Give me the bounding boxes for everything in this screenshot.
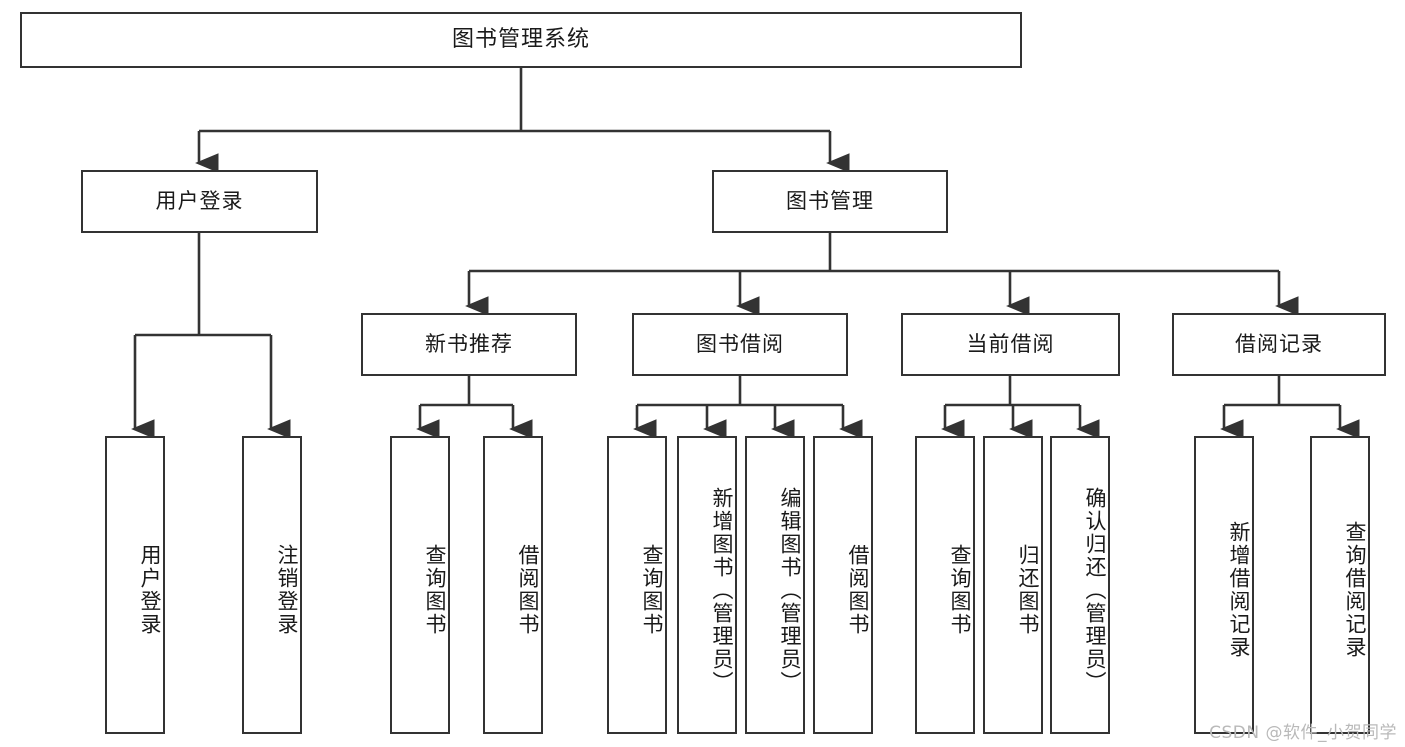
node-label: 查询借阅记录 [1343,521,1367,659]
node-book-borrow[interactable]: 图书借阅 [632,313,848,376]
leaf-record-add-record[interactable]: 新增借阅记录 [1194,436,1254,734]
leaf-borrow-query-book[interactable]: 查询图书 [607,436,667,734]
node-label: 图书管理 [786,188,874,213]
leaf-current-confirm-return[interactable]: 确认归还（管理员） [1050,436,1110,734]
leaf-current-return-book[interactable]: 归还图书 [983,436,1043,734]
node-label: 借阅图书 [846,544,870,636]
node-label: 查询图书 [423,544,447,636]
node-label: 图书借阅 [696,331,784,356]
leaf-borrow-edit-book[interactable]: 编辑图书（管理员） [745,436,805,734]
node-user-login[interactable]: 用户登录 [81,170,318,233]
leaf-current-query-book[interactable]: 查询图书 [915,436,975,734]
leaf-borrow-add-book[interactable]: 新增图书（管理员） [677,436,737,734]
node-label: 当前借阅 [966,331,1055,356]
node-label: 借阅图书 [516,544,540,636]
leaf-record-query-record[interactable]: 查询借阅记录 [1310,436,1370,734]
node-label: 注销登录 [275,544,299,636]
node-label: 借阅记录 [1235,331,1323,356]
node-label: 确认归还（管理员） [1083,486,1107,694]
node-label: 图书管理系统 [451,26,590,52]
leaf-user-login[interactable]: 用户登录 [105,436,165,734]
node-current-borrow[interactable]: 当前借阅 [901,313,1120,376]
node-book-management[interactable]: 图书管理 [712,170,948,233]
node-new-book-recommend[interactable]: 新书推荐 [361,313,577,376]
node-label: 新增图书（管理员） [710,486,734,694]
node-label: 查询图书 [640,544,664,636]
node-label: 新书推荐 [425,331,513,356]
leaf-borrow-borrow-book[interactable]: 借阅图书 [813,436,873,734]
node-label: 归还图书 [1016,544,1040,636]
node-label: 用户登录 [155,188,244,213]
node-label: 查询图书 [948,544,972,636]
node-label: 新增借阅记录 [1227,521,1251,659]
node-root-system[interactable]: 图书管理系统 [20,12,1022,68]
node-borrow-record[interactable]: 借阅记录 [1172,313,1386,376]
leaf-recommend-query-book[interactable]: 查询图书 [390,436,450,734]
watermark-text: CSDN @软件_小贺同学 [1209,723,1397,743]
leaf-recommend-borrow-book[interactable]: 借阅图书 [483,436,543,734]
node-label: 用户登录 [138,544,162,636]
leaf-logout[interactable]: 注销登录 [242,436,302,734]
node-label: 编辑图书（管理员） [778,486,802,694]
